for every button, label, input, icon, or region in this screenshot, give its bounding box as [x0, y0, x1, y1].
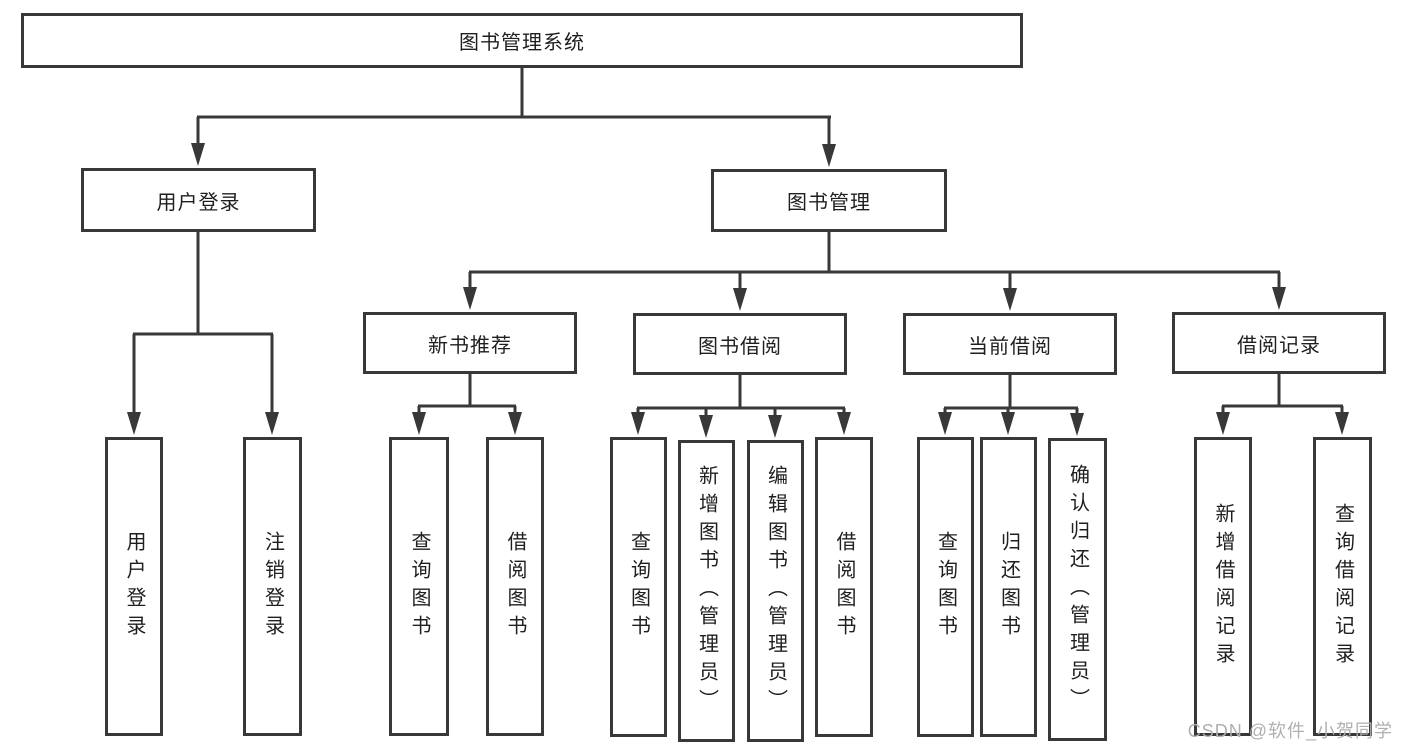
node-library-management-system: 图书管理系统 [21, 13, 1023, 68]
leaf-edit-books-admin: 编辑图书（管理员） [747, 440, 804, 742]
leaf-query-books-current: 查询图书 [917, 437, 974, 737]
node-book-management: 图书管理 [711, 169, 947, 232]
leaf-user-login: 用户登录 [105, 437, 163, 736]
leaf-add-books-admin: 新增图书（管理员） [678, 440, 735, 742]
node-new-book-recommend: 新书推荐 [363, 312, 577, 374]
leaf-return-books: 归还图书 [980, 437, 1037, 737]
leaf-query-books-recommend: 查询图书 [389, 437, 449, 736]
leaf-borrow-books-recommend: 借阅图书 [486, 437, 544, 736]
leaf-logout-login: 注销登录 [243, 437, 302, 736]
csdn-watermark: CSDN @软件_小贺同学 [1187, 721, 1393, 741]
node-borrowing-records: 借阅记录 [1172, 312, 1386, 374]
arrowheads [127, 143, 1349, 438]
leaf-add-borrow-record: 新增借阅记录 [1194, 437, 1252, 736]
leaf-query-borrow-record: 查询借阅记录 [1313, 437, 1372, 736]
node-book-borrowing: 图书借阅 [633, 313, 847, 375]
leaf-borrow-books-borrowing: 借阅图书 [815, 437, 873, 737]
node-user-login: 用户登录 [81, 168, 316, 232]
leaf-query-books-borrowing: 查询图书 [610, 437, 667, 737]
node-current-borrowing: 当前借阅 [903, 313, 1117, 375]
leaf-confirm-return-admin: 确认归还（管理员） [1048, 438, 1107, 741]
